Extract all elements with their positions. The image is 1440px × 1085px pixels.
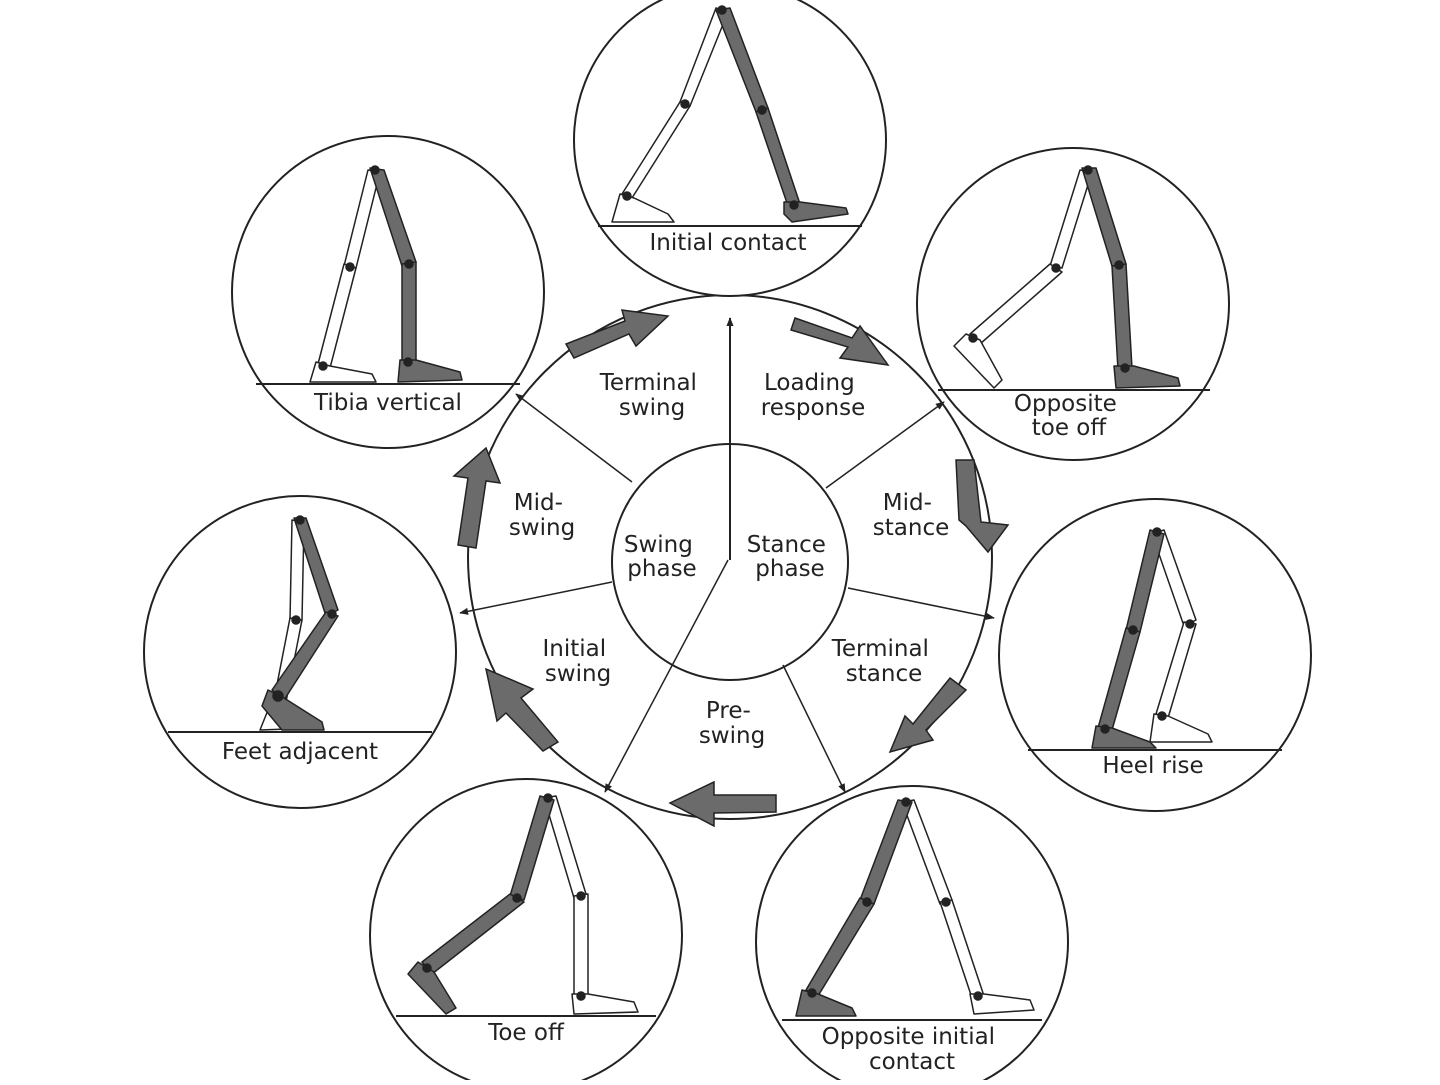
event-circle bbox=[231, 135, 545, 449]
phase-label-mid-swing: Mid- swing bbox=[509, 490, 575, 541]
direction-arrow-5 bbox=[484, 667, 560, 752]
phase-label-mid-stance: Mid- stance bbox=[873, 490, 949, 541]
phase-label-pre-swing: Pre- swing bbox=[699, 698, 765, 749]
joint bbox=[1114, 260, 1124, 270]
event-label: Initial contact bbox=[649, 230, 806, 256]
leg-segment-dark bbox=[401, 261, 417, 365]
direction-arrow-7 bbox=[564, 309, 670, 359]
spoke-tibia-vertical bbox=[515, 393, 633, 483]
event-label: Heel rise bbox=[1102, 753, 1203, 779]
joint bbox=[1157, 711, 1167, 721]
joint bbox=[345, 262, 355, 272]
spoke-feet-adjacent bbox=[459, 581, 613, 615]
joint bbox=[1185, 619, 1195, 629]
joint bbox=[973, 991, 983, 1001]
swing-phase-label: Swing phase bbox=[624, 532, 700, 582]
direction-arrow-4 bbox=[668, 780, 777, 828]
stance-phase-label: Stance phase bbox=[747, 532, 833, 582]
joint bbox=[1083, 165, 1093, 175]
event-heel-rise: Heel rise bbox=[998, 498, 1312, 812]
joint bbox=[1120, 363, 1130, 373]
joint bbox=[422, 963, 432, 973]
joint bbox=[512, 893, 522, 903]
phase-label-terminal-swing: Terminal swing bbox=[599, 370, 705, 421]
foot-light bbox=[953, 333, 1003, 389]
joint bbox=[757, 105, 767, 115]
joint bbox=[1152, 527, 1162, 537]
joint bbox=[941, 897, 951, 907]
joint bbox=[543, 793, 553, 803]
joint bbox=[862, 897, 872, 907]
joint bbox=[1100, 724, 1110, 734]
foot-light bbox=[571, 993, 639, 1015]
joint bbox=[318, 361, 328, 371]
joint bbox=[1051, 263, 1061, 273]
joint bbox=[680, 99, 690, 109]
joint bbox=[576, 891, 586, 901]
joint bbox=[807, 988, 817, 998]
leg-figure bbox=[407, 793, 639, 1015]
spokes bbox=[459, 393, 995, 793]
event-initial-contact: Initial contact bbox=[573, 0, 887, 297]
joint bbox=[327, 609, 337, 619]
phase-label-initial-swing: Initial swing bbox=[543, 636, 614, 687]
spoke-opposite-toe-off bbox=[825, 401, 945, 489]
event-label: Toe off bbox=[487, 1020, 565, 1046]
phase-labels: Loading response Mid- stance Terminal st… bbox=[509, 370, 949, 749]
event-opposite-toe-off: Opposite toe off bbox=[916, 147, 1230, 461]
event-toe-off: Toe off bbox=[369, 778, 683, 1085]
leg-figure bbox=[1091, 527, 1213, 749]
event-label: Feet adjacent bbox=[222, 739, 378, 765]
joint bbox=[403, 357, 413, 367]
joint bbox=[968, 333, 978, 343]
leg-figure bbox=[953, 165, 1181, 389]
direction-arrows bbox=[452, 309, 1010, 828]
phase-label-terminal-stance: Terminal stance bbox=[831, 636, 937, 687]
foot-dark bbox=[783, 201, 849, 223]
joint bbox=[272, 690, 284, 702]
joint bbox=[789, 200, 799, 210]
direction-arrow-2 bbox=[955, 459, 1010, 554]
joint bbox=[576, 991, 586, 1001]
event-feet-adjacent: Feet adjacent bbox=[143, 495, 457, 809]
spoke-opposite-initial-contact bbox=[782, 664, 846, 793]
spoke-heel-rise bbox=[847, 587, 995, 620]
leg-figure bbox=[795, 797, 1035, 1017]
foot-dark bbox=[1113, 365, 1181, 389]
phase-label-loading-response: Loading response bbox=[761, 370, 865, 421]
leg-segment-light bbox=[573, 893, 589, 999]
leg-figure bbox=[309, 165, 463, 383]
event-label: Opposite toe off bbox=[1014, 391, 1124, 441]
event-label: Opposite initial contact bbox=[822, 1024, 1003, 1075]
direction-arrow-3 bbox=[888, 676, 968, 754]
event-circle bbox=[998, 498, 1312, 812]
joint bbox=[1128, 625, 1138, 635]
joint bbox=[295, 515, 305, 525]
foot-light bbox=[611, 193, 675, 223]
direction-arrow-6 bbox=[452, 446, 502, 549]
foot-dark bbox=[407, 961, 457, 1015]
joint bbox=[370, 165, 380, 175]
event-opposite-initial-contact: Opposite initial contact bbox=[755, 785, 1069, 1085]
event-label: Tibia vertical bbox=[313, 390, 462, 416]
hub-labels: Swing phase Stance phase bbox=[624, 532, 833, 582]
joint bbox=[291, 615, 301, 625]
leg-figure bbox=[611, 5, 849, 223]
leg-figure bbox=[259, 515, 339, 731]
direction-arrow-1 bbox=[790, 317, 890, 366]
joint bbox=[404, 259, 414, 269]
joint bbox=[717, 5, 727, 15]
foot-dark bbox=[397, 359, 463, 383]
event-circles: Initial contact Opposite toe off bbox=[143, 0, 1312, 1085]
joint bbox=[622, 191, 632, 201]
event-tibia-vertical: Tibia vertical bbox=[231, 135, 545, 449]
joint bbox=[901, 797, 911, 807]
spoke-toe-off bbox=[604, 559, 729, 793]
